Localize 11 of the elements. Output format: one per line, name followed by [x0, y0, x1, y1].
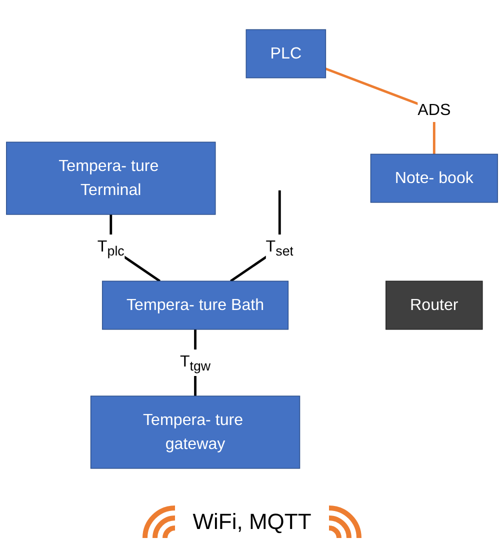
node-box: Tempera- ture gateway [90, 396, 300, 469]
node-box: Router [386, 280, 483, 330]
node-box: Tempera- ture Terminal [6, 142, 216, 215]
edge-label: T$_{plc}$ [97, 238, 124, 259]
edge-label: ADS [418, 101, 451, 119]
edge-label: T$_{tgw}$ [180, 352, 211, 374]
node-box: Tempera- ture Bath [102, 280, 289, 330]
node-box: Note- book [370, 154, 498, 203]
protocol-label: WiFi, MQTT [192, 509, 312, 535]
node-box: PLC [246, 29, 326, 78]
edge-label: T$_{set}$ [266, 238, 294, 259]
